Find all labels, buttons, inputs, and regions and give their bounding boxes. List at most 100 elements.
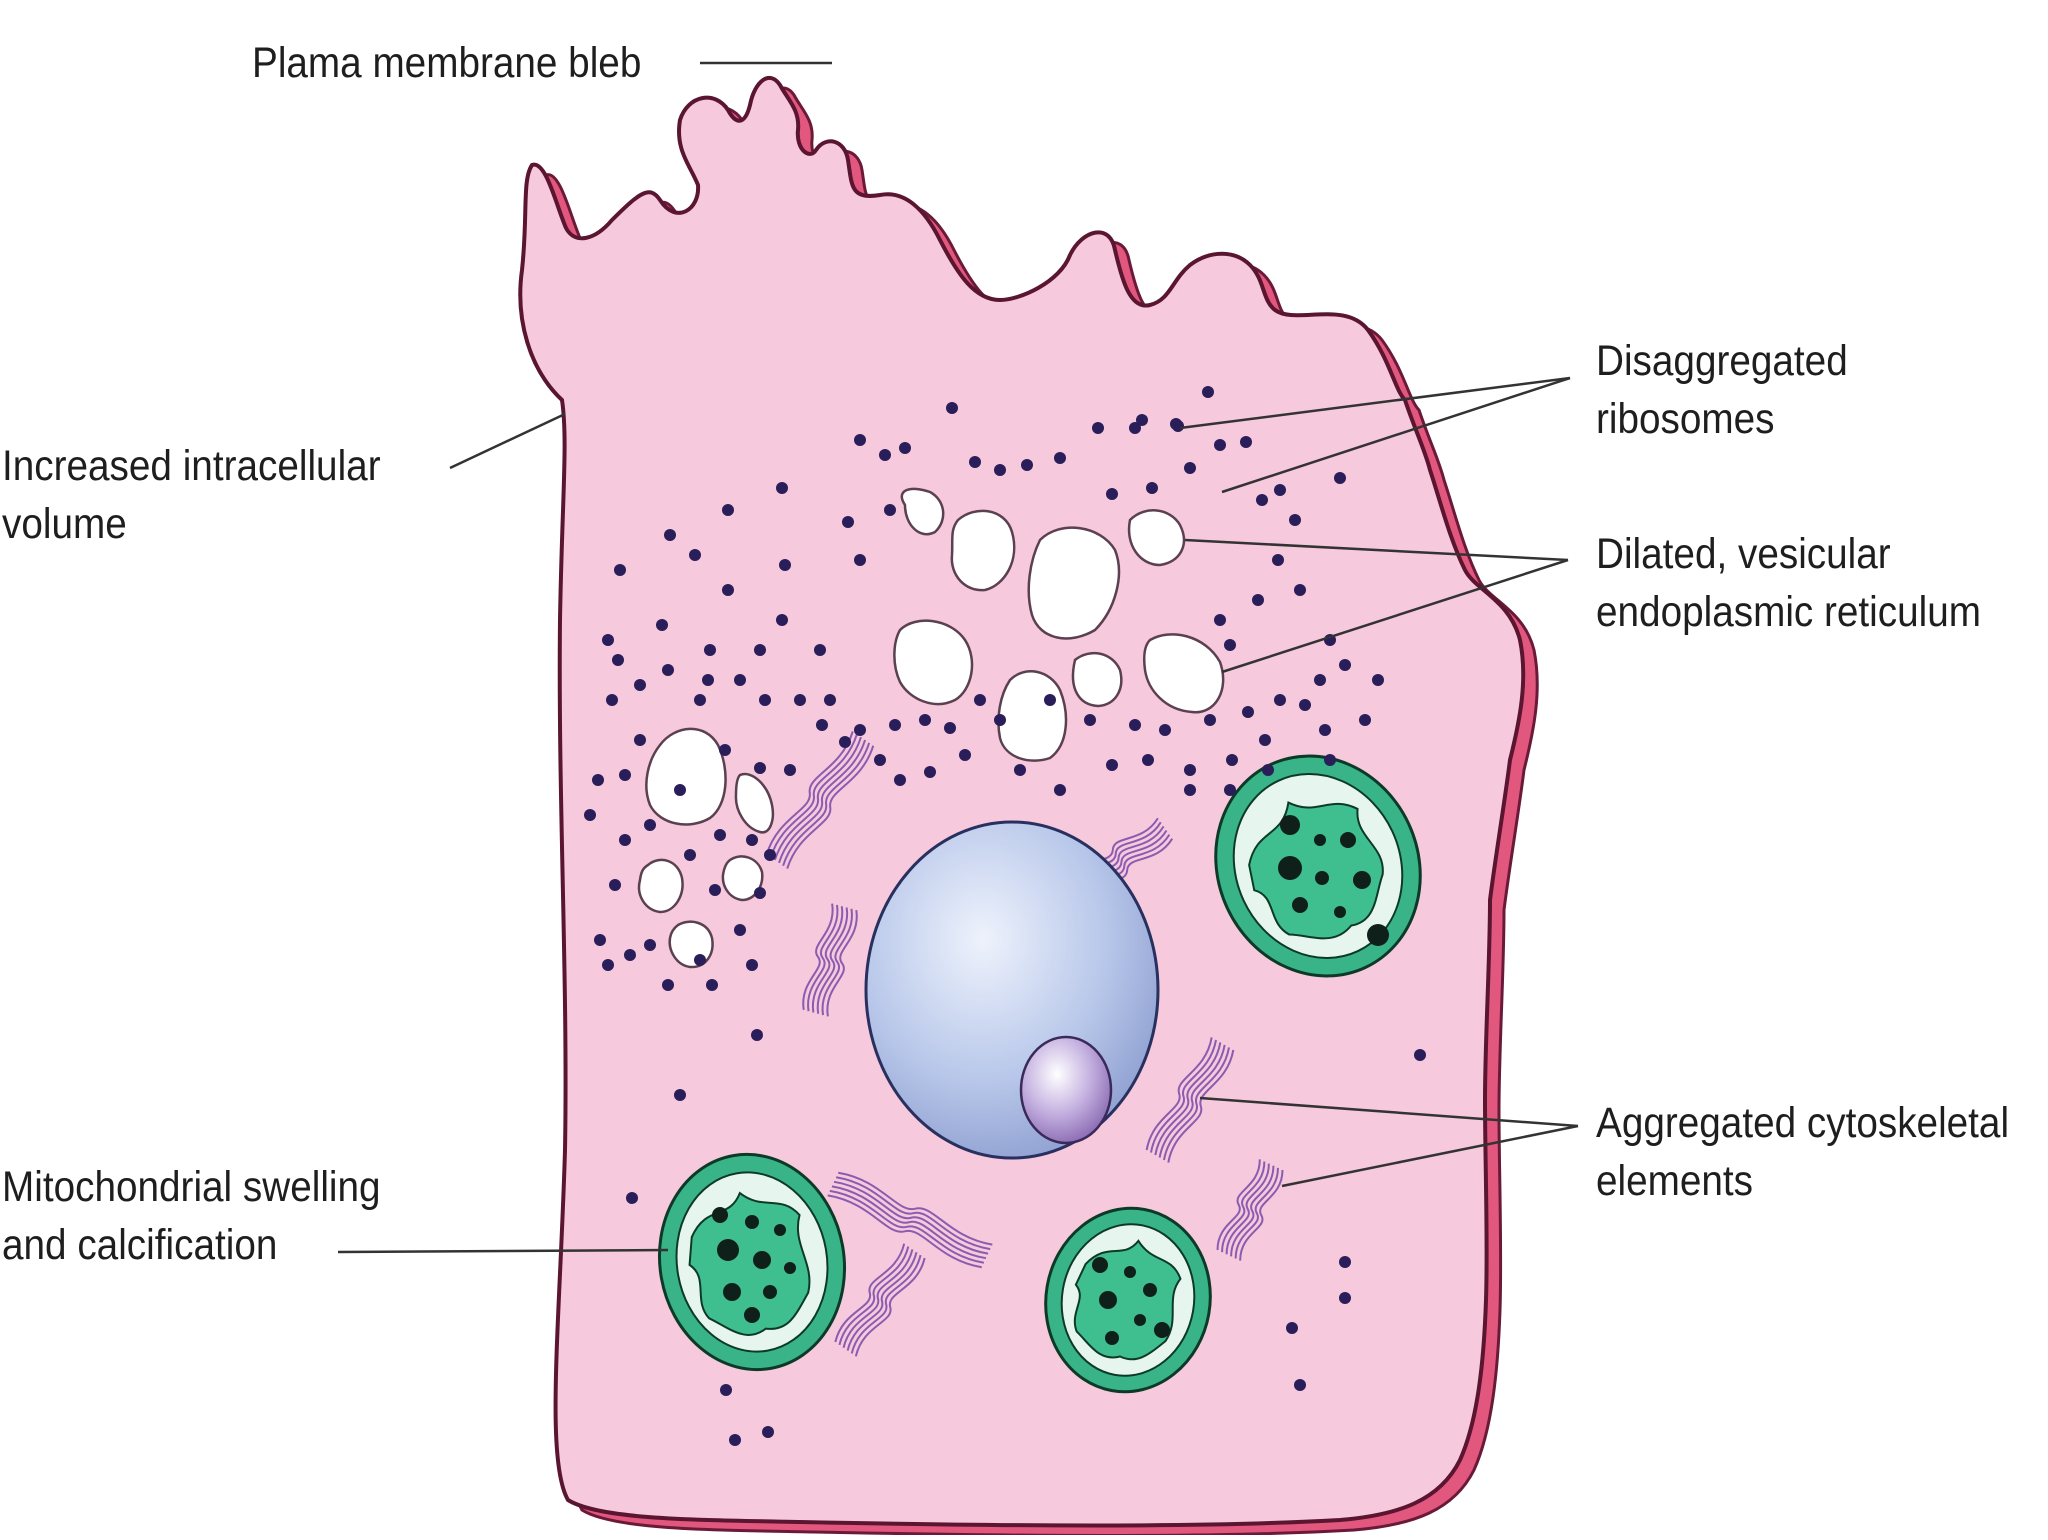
ribosome-dot	[614, 564, 626, 576]
ribosome-dot	[1294, 1379, 1306, 1391]
ribosome-dot	[1184, 462, 1196, 474]
ribosome-dot	[662, 979, 674, 991]
label-disaggregated-ribosomes: Disaggregated ribosomes	[1596, 332, 1848, 448]
ribosome-dot	[994, 464, 1006, 476]
ribosome-dot	[762, 1426, 774, 1438]
ribosome-dot	[594, 934, 606, 946]
ribosome-dot	[634, 679, 646, 691]
ribosome-dot	[1224, 784, 1236, 796]
ribosome-dot	[1414, 1049, 1426, 1061]
ribosome-dot	[1054, 452, 1066, 464]
ribosome-dot	[754, 644, 766, 656]
ribosome-dot	[746, 959, 758, 971]
er-vesicle	[998, 671, 1066, 760]
calcification-dot	[1124, 1266, 1136, 1278]
ribosome-dot	[662, 664, 674, 676]
ribosome-dot	[1129, 719, 1141, 731]
ribosome-dot	[1044, 694, 1056, 706]
label-line: ribosomes	[1596, 390, 1848, 448]
ribosome-dot	[706, 979, 718, 991]
ribosome-dot	[694, 954, 706, 966]
ribosome-dot	[814, 644, 826, 656]
ribosome-dot	[1289, 514, 1301, 526]
ribosome-dot	[644, 819, 656, 831]
ribosome-dot	[1319, 724, 1331, 736]
ribosome-dot	[759, 694, 771, 706]
ribosome-dot	[664, 529, 676, 541]
er-vesicle	[952, 511, 1014, 590]
calcification-dot	[1353, 871, 1371, 889]
ribosome-dot	[602, 959, 614, 971]
label-line: elements	[1596, 1152, 2009, 1210]
ribosome-dot	[1286, 1322, 1298, 1334]
ribosome-dot	[1299, 699, 1311, 711]
ribosome-dot	[1272, 554, 1284, 566]
label-mitochondrial-swelling: Mitochondrial swelling and calcification	[2, 1158, 381, 1274]
ribosome-dot	[854, 434, 866, 446]
ribosome-dot	[709, 884, 721, 896]
ribosome-dot	[1092, 422, 1104, 434]
ribosome-dot	[1242, 706, 1254, 718]
calcification-dot	[763, 1285, 777, 1299]
ribosome-dot	[1274, 484, 1286, 496]
er-vesicle	[670, 922, 713, 967]
ribosome-dot	[1314, 674, 1326, 686]
ribosome-dot	[714, 829, 726, 841]
ribosome-dot	[839, 736, 851, 748]
calcification-dot	[1340, 832, 1356, 848]
ribosome-dot	[702, 674, 714, 686]
ribosome-dot	[674, 784, 686, 796]
ribosome-dot	[722, 584, 734, 596]
label-line: volume	[2, 495, 381, 553]
calcification-dot	[717, 1239, 739, 1261]
ribosome-dot	[644, 939, 656, 951]
calcification-dot	[744, 1307, 760, 1323]
ribosome-dot	[854, 554, 866, 566]
ribosome-dot	[1339, 1256, 1351, 1268]
nucleolus	[1021, 1037, 1111, 1143]
nucleus	[866, 822, 1158, 1158]
label-increased-intracellular-volume: Increased intracellular volume	[2, 437, 381, 553]
ribosome-dot	[1021, 459, 1033, 471]
ribosome-dot	[946, 402, 958, 414]
ribosome-dot	[1204, 714, 1216, 726]
ribosome-dot	[729, 1434, 741, 1446]
ribosome-dot	[879, 449, 891, 461]
label-plasma-membrane-bleb: Plama membrane bleb	[252, 34, 641, 92]
er-vesicle	[639, 860, 682, 912]
ribosome-dot	[1224, 639, 1236, 651]
ribosome-dot	[722, 504, 734, 516]
ribosome-dot	[1274, 694, 1286, 706]
ribosome-dot	[1202, 386, 1214, 398]
ribosome-dot	[689, 549, 701, 561]
ribosome-dot	[734, 674, 746, 686]
ribosome-dot	[656, 619, 668, 631]
ribosome-dot	[924, 766, 936, 778]
ribosome-dot	[720, 1384, 732, 1396]
calcification-dot	[1092, 1257, 1108, 1273]
label-line: and calcification	[2, 1216, 381, 1274]
ribosome-dot	[874, 754, 886, 766]
ribosome-dot	[794, 694, 806, 706]
ribosome-dot	[1172, 420, 1184, 432]
er-vesicle	[1073, 653, 1121, 706]
ribosome-dot	[994, 714, 1006, 726]
calcification-dot	[1143, 1283, 1157, 1297]
ribosome-dot	[1184, 764, 1196, 776]
calcification-dot	[1315, 871, 1329, 885]
ribosome-dot	[1214, 439, 1226, 451]
ribosome-dot	[719, 744, 731, 756]
calcification-dot	[1134, 1314, 1146, 1326]
ribosome-dot	[694, 694, 706, 706]
ribosome-dot	[1054, 784, 1066, 796]
label-line: Plama membrane bleb	[252, 34, 641, 92]
ribosome-dot	[1084, 714, 1096, 726]
ribosome-dot	[889, 719, 901, 731]
ribosome-dot	[959, 749, 971, 761]
label-line: Disaggregated	[1596, 332, 1848, 390]
leader-line-volume	[450, 414, 565, 468]
label-line: endoplasmic reticulum	[1596, 583, 1981, 641]
calcification-dot	[1334, 906, 1346, 918]
ribosome-dot	[919, 714, 931, 726]
